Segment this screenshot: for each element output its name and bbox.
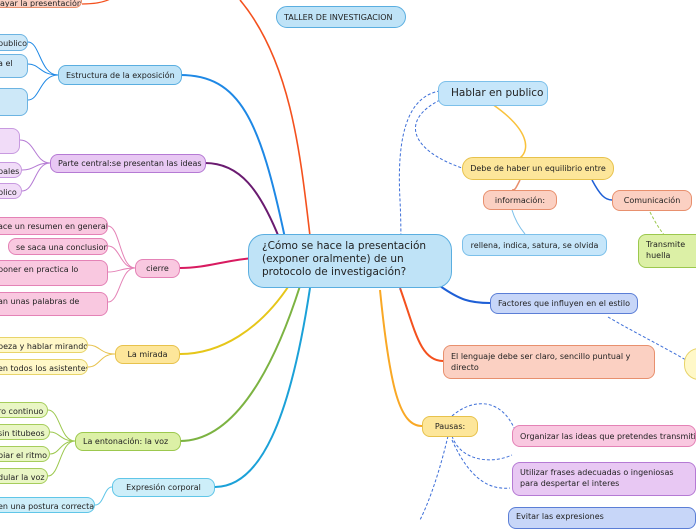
cierre-child-1[interactable]: ace un resumen en general <box>0 217 108 235</box>
entonacion-child-1[interactable]: ro continuo <box>0 402 48 418</box>
parte-central-node[interactable]: Parte central:se presentan las ideas <box>50 154 206 173</box>
expresion-node[interactable]: Expresión corporal <box>112 478 215 497</box>
informacion-node[interactable]: información: <box>483 190 557 210</box>
pausas-node[interactable]: Pausas: <box>422 416 478 437</box>
entonacion-child-3[interactable]: biar el ritmo <box>0 446 50 462</box>
left-top-node[interactable]: ayar la presentación <box>0 0 82 8</box>
frases-node[interactable]: Utilizar frases adecuadas o ingeniosas p… <box>512 462 696 496</box>
cierre-child-4[interactable]: an unas palabras de <box>0 292 108 316</box>
mirada-child-1[interactable]: beza y hablar mirando <box>0 337 88 353</box>
mirada-child-2[interactable]: en todos los asistentes <box>0 359 88 375</box>
informacion-detalle-node[interactable]: rellena, indica, satura, se olvida <box>462 234 607 256</box>
parte-central-child-1[interactable] <box>0 128 20 154</box>
organizar-node[interactable]: Organizar las ideas que pretendes transm… <box>512 425 696 447</box>
entonacion-node[interactable]: La entonación: la voz <box>75 432 181 451</box>
transmite-node[interactable]: Transmite huella <box>638 234 696 268</box>
hablar-node[interactable]: Hablar en publico <box>438 81 548 106</box>
cierre-node[interactable]: cierre <box>135 259 180 278</box>
lenguaje-node[interactable]: El lenguaje debe ser claro, sencillo pun… <box>443 345 655 379</box>
comunicacion-node[interactable]: Comunicación <box>612 190 692 211</box>
estructura-node[interactable]: Estructura de la exposición <box>58 65 182 85</box>
connector-expresion <box>214 287 311 488</box>
cierre-child-3[interactable]: poner en practica lo <box>0 260 108 286</box>
evitar-node[interactable]: Evitar las expresiones <box>508 507 696 529</box>
connector-pausas <box>379 289 423 427</box>
equilibrio-node[interactable]: Debe de haber un equilibrio entre <box>462 157 614 180</box>
connector-estructura <box>179 74 286 239</box>
connector-lenguaje <box>399 287 444 362</box>
entonacion-child-4[interactable]: dular la voz <box>0 468 48 484</box>
estructura-child-2[interactable]: a el <box>0 54 28 78</box>
mirada-node[interactable]: La mirada <box>115 345 180 364</box>
factores-node[interactable]: Factores que influyen en el estilo <box>490 293 638 314</box>
expresion-child-1[interactable]: en una postura correcta <box>0 497 95 513</box>
connector-parte-central <box>204 162 281 241</box>
estructura-child-1[interactable]: publico <box>0 34 28 51</box>
central-topic[interactable]: ¿Cómo se hace la presentación (exponer o… <box>248 234 452 288</box>
parte-central-child-3[interactable]: blico <box>0 183 22 199</box>
estructura-child-3[interactable] <box>0 88 28 116</box>
connector-factores <box>439 285 491 304</box>
entonacion-child-2[interactable]: sin titubeos <box>0 424 50 440</box>
taller-node[interactable]: TALLER DE INVESTIGACION <box>276 6 406 28</box>
connector-taller <box>239 0 311 237</box>
connector-mirada <box>179 283 291 355</box>
connector-left-top <box>81 0 110 5</box>
parte-central-child-2[interactable]: pales <box>0 162 22 178</box>
cierre-child-2[interactable]: se saca una conclusion <box>8 238 108 255</box>
connector-entonacion <box>179 285 301 442</box>
